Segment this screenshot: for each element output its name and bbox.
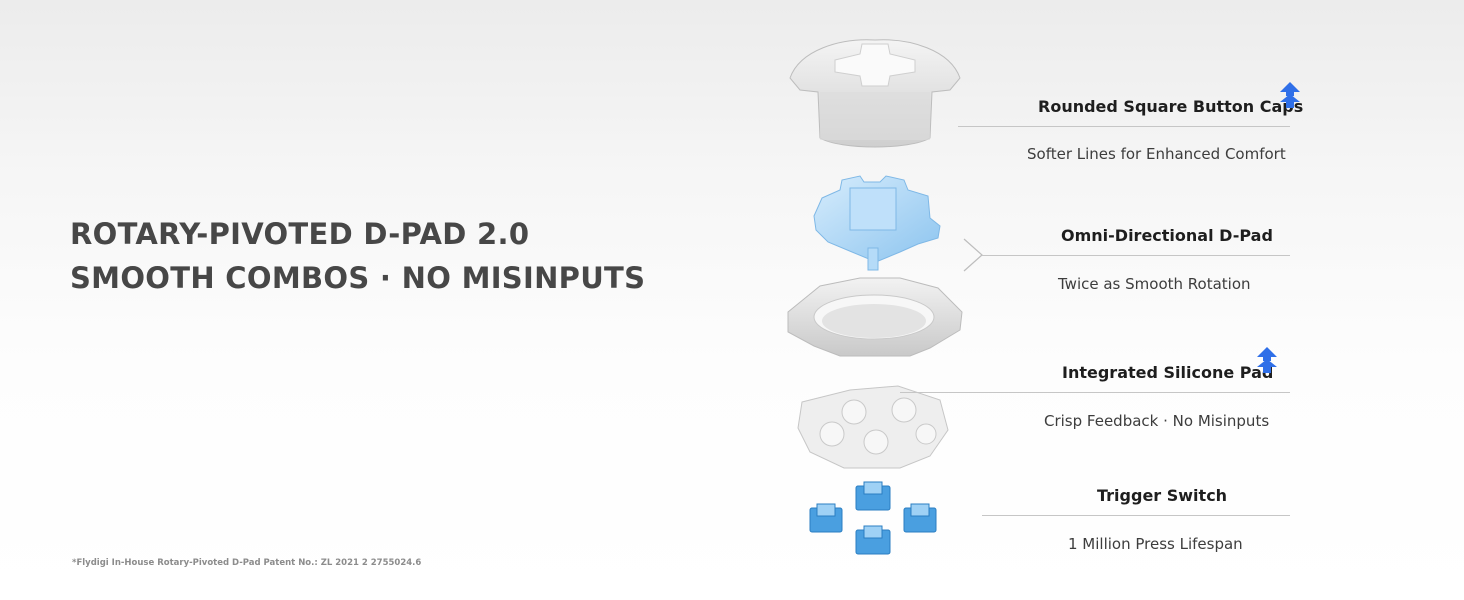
feature-title: Omni-Directional D-Pad [1061,226,1273,245]
trigger-switches-part [809,481,937,555]
silicone-pad-part [797,385,949,469]
divider-line [982,515,1290,516]
feature-subtitle: Crisp Feedback · No Misinputs [1044,412,1270,430]
translucent-dpad-part [813,175,941,271]
feature-subtitle: Twice as Smooth Rotation [1058,275,1251,293]
chevron-pointer-icon [963,238,983,272]
octagonal-ring-part [787,277,963,357]
divider-line [958,126,1290,127]
patent-footnote: *Flydigi In-House Rotary-Pivoted D-Pad P… [72,558,422,568]
divider-line [982,255,1290,256]
feature-title: Trigger Switch [1097,486,1228,505]
headline: ROTARY-PIVOTED D-PAD 2.0 SMOOTH COMBOS ·… [70,212,645,300]
feature-title: Integrated Silicone Pad [1062,363,1274,382]
upgrade-arrow-icon [1280,82,1300,108]
upgrade-arrow-icon [1257,347,1277,373]
divider-line [900,392,1290,393]
feature-title: Rounded Square Button Caps [1038,97,1304,116]
headline-line-1: ROTARY-PIVOTED D-PAD 2.0 [70,217,530,251]
button-cap-part [789,39,961,148]
headline-line-2: SMOOTH COMBOS · NO MISINPUTS [70,261,646,295]
exploded-parts-illustration [780,30,970,570]
feature-subtitle: Softer Lines for Enhanced Comfort [1027,145,1286,163]
feature-subtitle: 1 Million Press Lifespan [1068,535,1243,553]
